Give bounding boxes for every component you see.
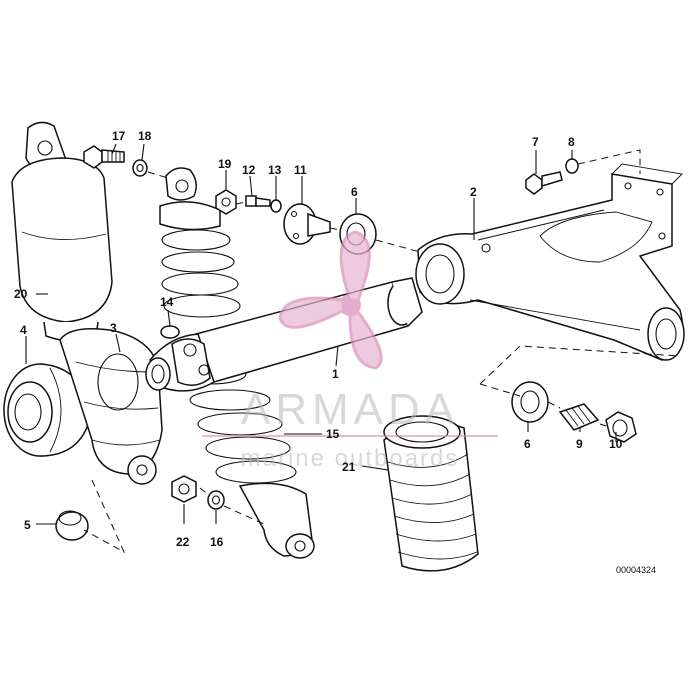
- callout-6-upper: 6: [351, 185, 358, 199]
- part-bolt-7: [525, 171, 563, 195]
- leader-lines: [25, 143, 617, 525]
- part-threaded-sleeve-9: [558, 403, 600, 431]
- callout-labels: 17 18 20 4 3 5 14 19 12 13 11 6 2 1 15 2…: [14, 129, 656, 575]
- callout-6-lower: 6: [524, 437, 531, 451]
- part-o-ring-14: [160, 325, 180, 339]
- callout-11: 11: [294, 163, 307, 177]
- watermark: ARMADA marine outboards: [202, 230, 498, 472]
- callout-2: 2: [470, 185, 477, 199]
- part-coil-spring: [159, 167, 315, 559]
- callout-5: 5: [24, 518, 31, 532]
- callout-7: 7: [532, 135, 539, 149]
- assembly-guides: [83, 149, 681, 554]
- callout-1: 1: [332, 367, 339, 381]
- callout-21: 21: [342, 460, 356, 474]
- callout-4: 4: [20, 323, 27, 337]
- callout-8: 8: [568, 135, 575, 149]
- callout-3: 3: [110, 321, 117, 335]
- part-flange-11: [283, 203, 331, 245]
- part-nut-10: [605, 411, 637, 443]
- part-washer-16: [207, 490, 225, 510]
- callout-17: 17: [112, 129, 126, 143]
- callout-19: 19: [218, 157, 232, 171]
- callout-15: 15: [326, 427, 340, 441]
- part-bearing-6-lower: [511, 381, 549, 423]
- watermark-brand: ARMADA: [241, 385, 459, 434]
- callout-22: 22: [176, 535, 190, 549]
- callout-13: 13: [268, 163, 282, 177]
- propeller-logo-icon: [278, 230, 383, 370]
- drawing-number: 00004324: [616, 565, 656, 575]
- part-small-bushing: [55, 510, 89, 541]
- callout-16: 16: [210, 535, 224, 549]
- callout-18: 18: [138, 129, 152, 143]
- part-bolt-17: [83, 145, 125, 169]
- part-nut-22: [171, 475, 197, 503]
- part-rubber-bushing: [3, 363, 93, 457]
- part-nut-19: [215, 189, 237, 215]
- part-washer-8: [565, 158, 579, 174]
- part-bolt-12: [245, 195, 271, 207]
- callout-9: 9: [576, 437, 583, 451]
- callout-10: 10: [609, 437, 623, 451]
- part-swing-arm: [415, 163, 685, 361]
- callout-12: 12: [242, 163, 256, 177]
- part-bellows-21: [383, 415, 479, 572]
- part-washer-13: [270, 199, 282, 213]
- watermark-tagline: marine outboards: [241, 445, 460, 472]
- callout-14: 14: [160, 295, 174, 309]
- part-boot-lower: [59, 328, 163, 485]
- part-washer-18: [132, 159, 148, 177]
- callout-20: 20: [14, 287, 28, 301]
